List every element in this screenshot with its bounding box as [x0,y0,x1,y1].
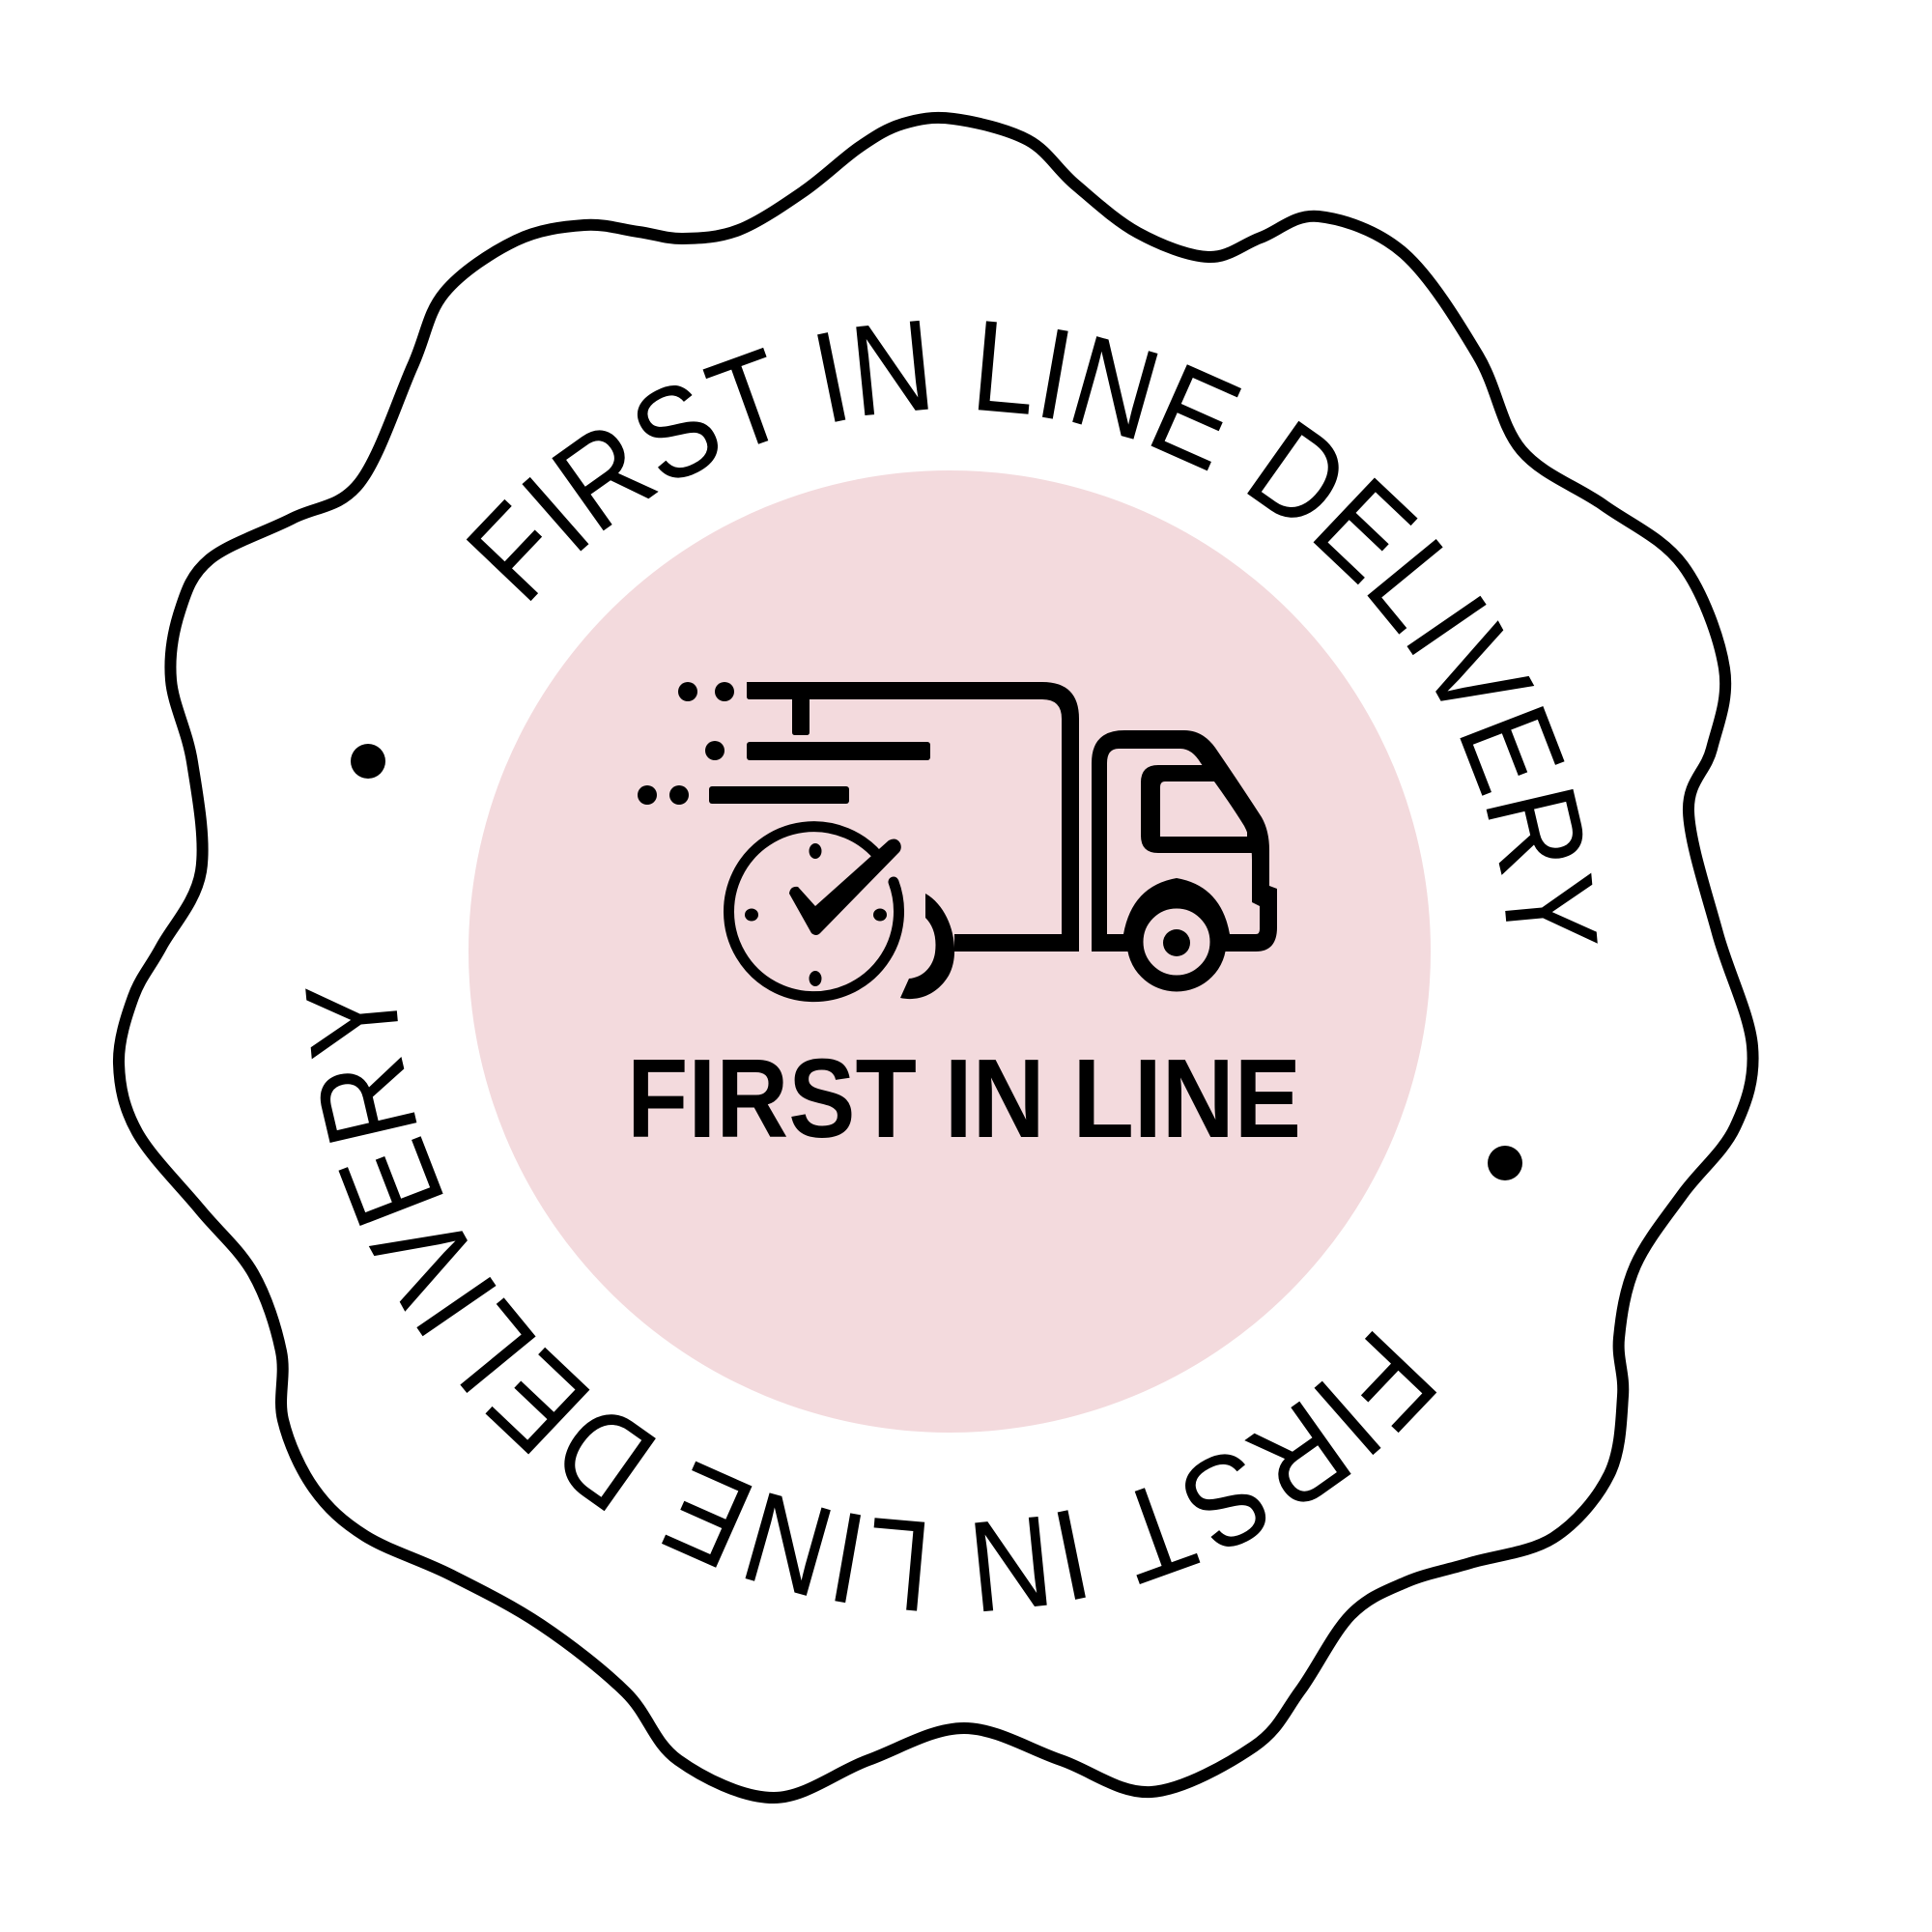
center-title: FIRST IN LINE [627,1036,1301,1161]
speed-line [747,742,930,760]
speed-dot [705,741,724,760]
clock-ring [724,821,905,1003]
check-mark-icon [789,838,901,935]
clock-tick [809,843,822,859]
scalloped-border [112,111,1759,1804]
truck-window [1141,765,1252,853]
truck-cab [1092,730,1277,952]
speed-dot [715,682,734,701]
clock-tick [873,908,887,922]
speed-dot [638,785,657,805]
speed-line [709,786,849,804]
separator-dot-left [351,744,385,779]
clock-tick [745,908,758,922]
delivery-truck-icon [638,682,1277,1003]
separator-dot-right [1488,1146,1522,1180]
clock-tick [809,971,822,986]
front-wheel-hub [1163,929,1190,956]
speed-dot [678,682,697,701]
speed-dot [669,785,689,805]
front-wheel [1126,892,1227,992]
rear-wheel-arc [900,894,955,1000]
